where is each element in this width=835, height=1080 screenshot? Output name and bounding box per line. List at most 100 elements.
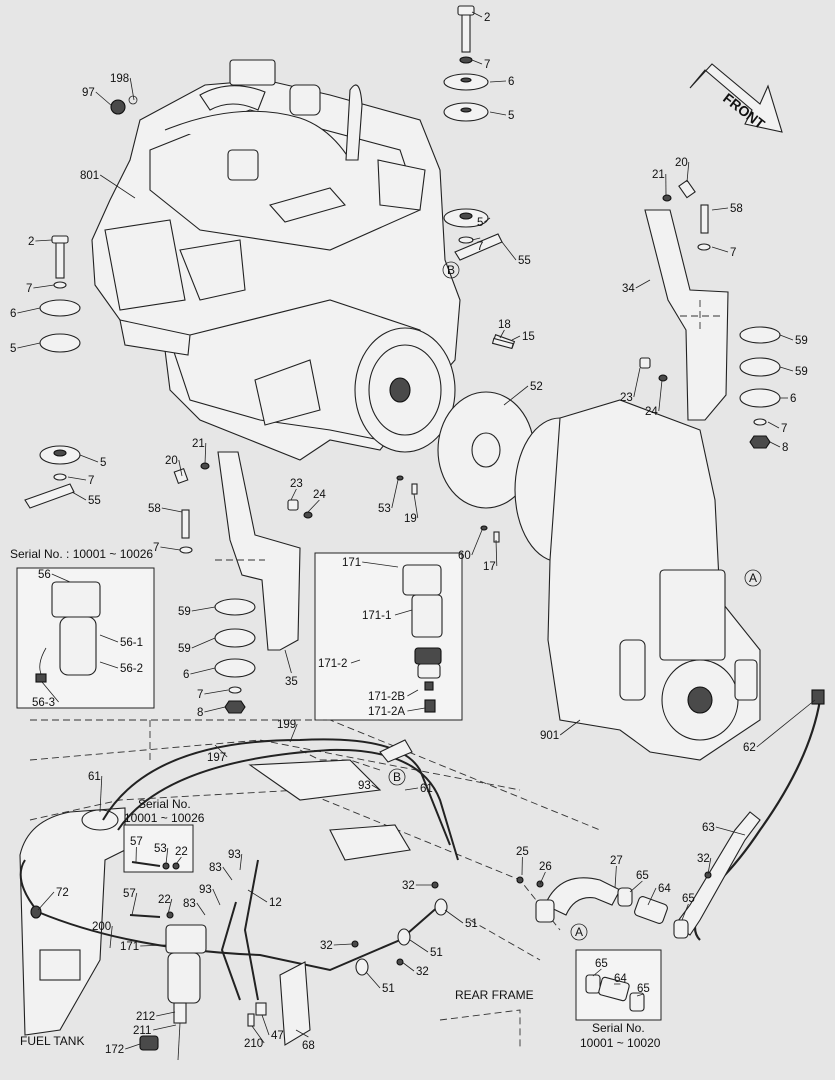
callout-47: 47	[271, 1030, 284, 1042]
callout-5: 5	[100, 457, 106, 469]
callout-2: 2	[28, 236, 34, 248]
callout-55: 55	[88, 495, 101, 507]
callout-7: 7	[88, 475, 94, 487]
leader-line-171	[362, 561, 399, 568]
callout-200: 200	[92, 921, 111, 933]
callout-171-1: 171-1	[362, 610, 391, 622]
leader-line-21	[204, 442, 207, 465]
leader-line-7	[33, 284, 55, 289]
leader-line-56-3	[41, 681, 59, 703]
serial-engine-label: Serial No. : 10001 ~ 10026	[10, 547, 153, 561]
callout-53: 53	[154, 843, 167, 855]
callout-23: 23	[290, 478, 303, 490]
callout-199: 199	[277, 719, 296, 731]
callout-171: 171	[120, 941, 139, 953]
leader-line-93	[239, 853, 243, 871]
leader-line-51	[444, 909, 464, 924]
leader-line-26	[539, 871, 546, 885]
callout-17: 17	[483, 561, 496, 573]
serial-tank-label-1: Serial No.	[138, 797, 191, 811]
callout-198: 198	[110, 73, 129, 85]
leader-line-171-2B	[407, 689, 419, 697]
leader-line-56-2	[99, 661, 119, 669]
bracket-68	[247, 961, 311, 1046]
engine-mount-upper	[443, 5, 503, 261]
leader-line-17	[495, 539, 498, 567]
return-hose	[516, 689, 825, 941]
engine-mount-left	[24, 95, 138, 509]
callout-32: 32	[697, 853, 710, 865]
leader-line-32	[401, 961, 415, 972]
callout-51: 51	[465, 918, 478, 930]
marker-a-2: A	[575, 925, 583, 939]
fuel-tank: FUEL TANK	[19, 807, 126, 1048]
callout-171: 171	[342, 557, 361, 569]
leader-line-6	[190, 667, 216, 675]
callout-7: 7	[477, 241, 483, 253]
callout-51: 51	[430, 947, 443, 959]
callout-212: 212	[136, 1011, 155, 1023]
callout-211: 211	[133, 1025, 151, 1037]
callout-7: 7	[781, 423, 787, 435]
leader-line-34	[635, 279, 651, 289]
callout-56-1: 56-1	[120, 637, 143, 649]
callout-57: 57	[130, 836, 143, 848]
callout-35: 35	[285, 676, 298, 688]
leader-line-6	[489, 80, 507, 83]
callout-labels: 2765198978015755276521205873459596782324…	[10, 12, 808, 1056]
callout-59: 59	[178, 643, 191, 655]
callout-171-2B: 171-2B	[368, 691, 405, 703]
leader-line-61	[99, 775, 103, 813]
callout-6: 6	[790, 393, 796, 405]
leader-line-32	[333, 943, 353, 946]
callout-7: 7	[484, 59, 490, 71]
callout-52: 52	[530, 381, 543, 393]
callout-51: 51	[382, 983, 395, 995]
leader-line-6	[17, 307, 41, 314]
leader-line-212	[156, 1011, 176, 1017]
callout-22: 22	[175, 846, 188, 858]
engine-assembly	[91, 59, 461, 461]
leader-line-22	[167, 898, 173, 915]
leader-line-56-1	[99, 634, 119, 643]
callout-59: 59	[795, 335, 808, 347]
leader-line-93	[212, 888, 221, 906]
callout-197: 197	[207, 752, 226, 764]
callout-5: 5	[10, 343, 16, 355]
inset-hose-64: Serial No. 10001 ~ 10020	[575, 949, 662, 1050]
leader-line-35	[284, 649, 292, 674]
leader-line-7	[160, 546, 181, 551]
callout-21: 21	[192, 438, 205, 450]
leader-line-62	[756, 699, 816, 748]
leader-line-198	[129, 77, 135, 101]
callout-20: 20	[165, 455, 178, 467]
leader-line-18	[499, 329, 505, 339]
leader-line-2	[35, 239, 53, 242]
leader-line-72	[37, 891, 55, 911]
leader-line-58	[711, 207, 729, 211]
callout-58: 58	[730, 203, 743, 215]
leader-line-65	[681, 903, 689, 921]
leader-line-22	[175, 856, 182, 865]
leader-line-171	[140, 944, 167, 947]
callout-25: 25	[516, 846, 529, 858]
callout-32: 32	[402, 880, 415, 892]
callout-21: 21	[652, 169, 665, 181]
transmission-901	[514, 399, 761, 761]
callout-19: 19	[404, 513, 417, 525]
leader-line-20	[178, 459, 183, 477]
clamps-51	[351, 881, 448, 976]
callout-6: 6	[10, 308, 16, 320]
callout-8: 8	[197, 707, 203, 719]
callout-32: 32	[320, 940, 333, 952]
callout-83: 83	[183, 898, 196, 910]
leader-line-51	[409, 939, 429, 953]
callout-93: 93	[358, 780, 371, 792]
leader-line-12	[247, 889, 268, 903]
leader-line-8	[769, 441, 781, 448]
leader-line-7	[204, 689, 229, 695]
callout-5: 5	[477, 217, 483, 229]
callout-63: 63	[702, 822, 715, 834]
callout-59: 59	[178, 606, 191, 618]
callout-210: 210	[244, 1038, 263, 1050]
